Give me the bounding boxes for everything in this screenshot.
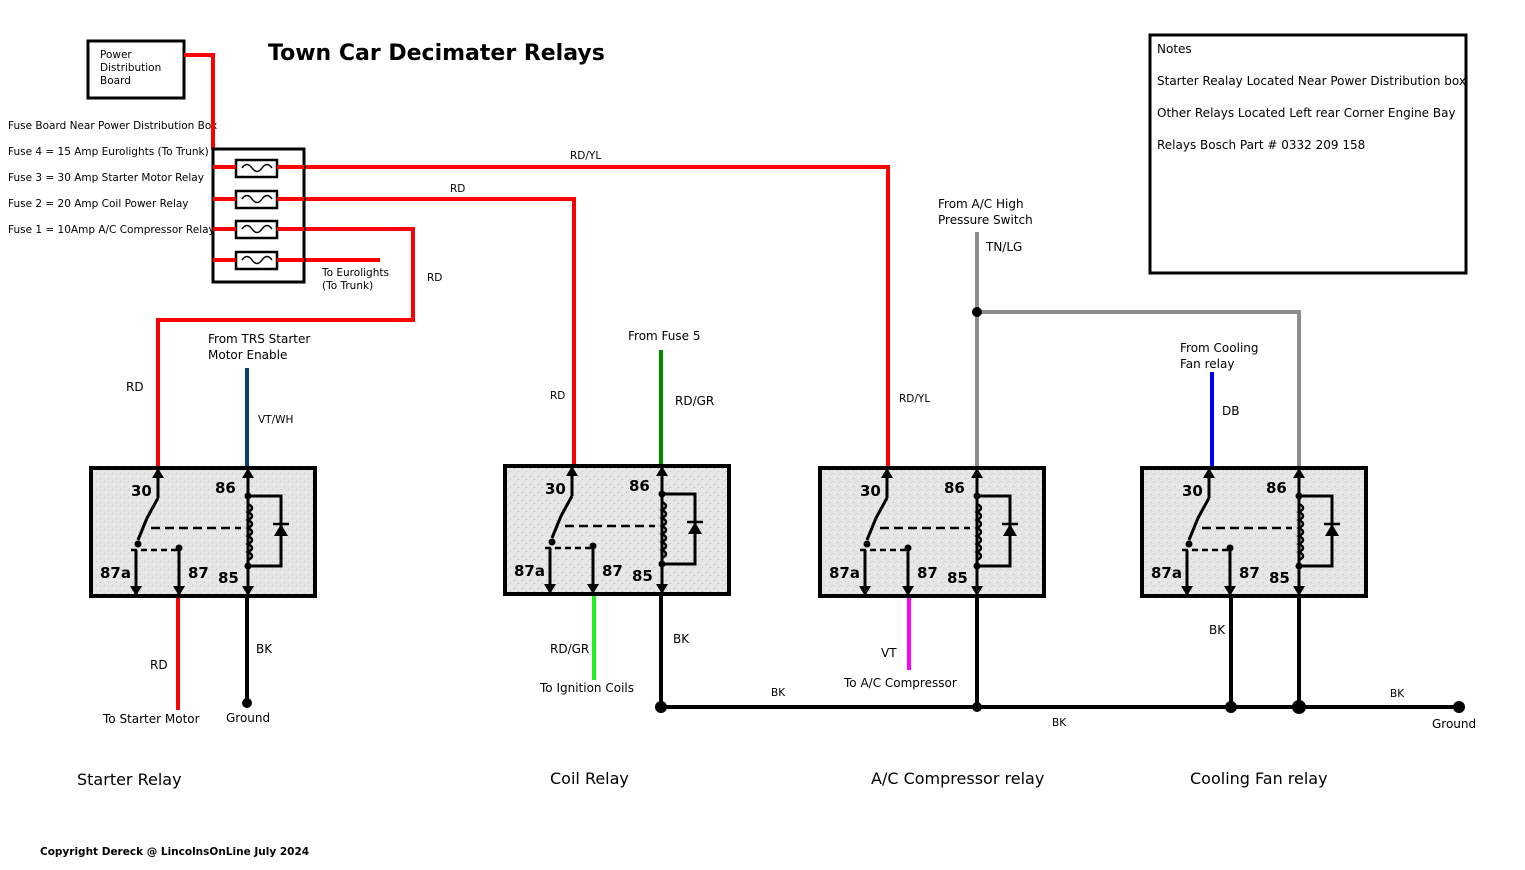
notes-box bbox=[1148, 33, 1468, 275]
ground-dots bbox=[242, 698, 1465, 714]
note-2: Other Relays Located Left rear Corner En… bbox=[1157, 106, 1456, 120]
label-bk-bus3: BK bbox=[1390, 688, 1405, 700]
ac-compressor-relay: 30 86 87a 87 85 bbox=[818, 466, 1046, 598]
fuse-leads bbox=[213, 165, 304, 262]
label-rd-fuse1: RD bbox=[427, 272, 442, 284]
label-rd-gr-top: RD/GR bbox=[675, 394, 714, 408]
fuse-board-heading: Fuse Board Near Power Distribution Box bbox=[8, 120, 217, 132]
dest-ignition-coils: To Ignition Coils bbox=[539, 681, 634, 695]
pin-85: 85 bbox=[947, 569, 968, 587]
page-title: Town Car Decimater Relays bbox=[268, 41, 605, 66]
pin-30: 30 bbox=[1182, 482, 1203, 500]
relay-name-fan: Cooling Fan relay bbox=[1190, 769, 1328, 788]
label-rd-starter-motor: RD bbox=[150, 658, 168, 672]
pin-30: 30 bbox=[131, 482, 152, 500]
label-rd-yl-ac: RD/YL bbox=[899, 393, 930, 405]
coil-relay: 30 86 87a 87 85 bbox=[503, 464, 731, 596]
label-db: DB bbox=[1222, 404, 1239, 418]
pin-86: 86 bbox=[215, 479, 236, 497]
eurolights-label-2: (To Trunk) bbox=[322, 280, 373, 292]
pin-87: 87 bbox=[1239, 564, 1260, 582]
label-rd-starter-30: RD bbox=[126, 380, 144, 394]
pin-86: 86 bbox=[629, 477, 650, 495]
label-bk-starter: BK bbox=[256, 642, 273, 656]
label-bk-coil: BK bbox=[673, 632, 690, 646]
pin-87: 87 bbox=[917, 564, 938, 582]
note-3: Relays Bosch Part # 0332 209 158 bbox=[1157, 138, 1365, 152]
source-ac-1: From A/C High bbox=[938, 197, 1024, 211]
fuse-3-label: Fuse 3 = 30 Amp Starter Motor Relay bbox=[8, 172, 204, 184]
relay-name-coil: Coil Relay bbox=[550, 769, 629, 788]
pin-85: 85 bbox=[632, 567, 653, 585]
label-tn-lg: TN/LG bbox=[985, 240, 1022, 254]
label-bk-fan: BK bbox=[1209, 623, 1226, 637]
power-board-line1: Power bbox=[100, 49, 132, 61]
pin-30: 30 bbox=[860, 482, 881, 500]
ground-wires bbox=[245, 596, 1459, 709]
pin-87: 87 bbox=[602, 562, 623, 580]
source-trs-1: From TRS Starter bbox=[208, 332, 310, 346]
power-distribution-board bbox=[86, 39, 186, 100]
pin-87a: 87a bbox=[514, 562, 545, 580]
dest-ground-main: Ground bbox=[1432, 717, 1476, 731]
label-vt: VT bbox=[881, 646, 897, 660]
cooling-fan-relay: 30 86 87a 87 85 bbox=[1140, 466, 1368, 598]
eurolights-label-1: To Eurolights bbox=[321, 267, 389, 279]
copyright: Copyright Dereck @ LincolnsOnLine July 2… bbox=[40, 846, 309, 858]
pin-87a: 87a bbox=[100, 564, 131, 582]
dest-ac-compressor: To A/C Compressor bbox=[843, 676, 957, 690]
source-fan-1: From Cooling bbox=[1180, 341, 1259, 355]
tn-lg-wire bbox=[975, 232, 1301, 468]
label-rd-yl-top: RD/YL bbox=[570, 150, 601, 162]
fuse-2-label: Fuse 2 = 20 Amp Coil Power Relay bbox=[8, 198, 189, 210]
label-rd-gr-bottom: RD/GR bbox=[550, 642, 589, 656]
notes-heading: Notes bbox=[1157, 42, 1192, 56]
source-ac-2: Pressure Switch bbox=[938, 213, 1033, 227]
pin-30: 30 bbox=[545, 480, 566, 498]
source-trs-2: Motor Enable bbox=[208, 348, 287, 362]
label-rd-top: RD bbox=[450, 183, 465, 195]
pin-87a: 87a bbox=[1151, 564, 1182, 582]
label-bk-bus2: BK bbox=[1052, 717, 1067, 729]
label-rd-coil-30: RD bbox=[550, 390, 565, 402]
pin-87: 87 bbox=[188, 564, 209, 582]
source-fuse5: From Fuse 5 bbox=[628, 329, 700, 343]
power-board-line3: Board bbox=[100, 75, 131, 87]
relay-name-ac: A/C Compressor relay bbox=[871, 769, 1044, 788]
label-bk-bus1: BK bbox=[771, 687, 786, 699]
dest-starter-motor: To Starter Motor bbox=[102, 712, 200, 726]
relay-name-starter: Starter Relay bbox=[77, 770, 182, 789]
fuse-4-label: Fuse 4 = 15 Amp Eurolights (To Trunk) bbox=[8, 146, 209, 158]
pin-85: 85 bbox=[218, 569, 239, 587]
label-vt-wh: VT/WH bbox=[258, 414, 293, 426]
fuse-1-label: Fuse 1 = 10Amp A/C Compressor Relay bbox=[8, 224, 215, 236]
starter-relay: 30 86 87a 87 85 bbox=[89, 466, 317, 598]
pin-85: 85 bbox=[1269, 569, 1290, 587]
dest-ground-starter: Ground bbox=[226, 711, 270, 725]
note-1: Starter Realay Located Near Power Distri… bbox=[1157, 74, 1466, 88]
pin-87a: 87a bbox=[829, 564, 860, 582]
pin-86: 86 bbox=[1266, 479, 1287, 497]
power-board-line2: Distribution bbox=[100, 62, 161, 74]
pin-86: 86 bbox=[944, 479, 965, 497]
source-fan-2: Fan relay bbox=[1180, 357, 1234, 371]
junction-dot bbox=[972, 307, 982, 317]
